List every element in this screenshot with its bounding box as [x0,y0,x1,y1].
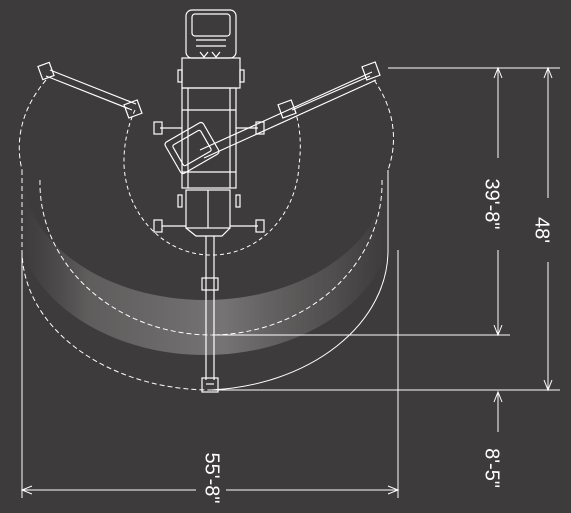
dimension-below-grade [493,390,503,432]
dimension-height-working [212,66,560,337]
outer-envelope-solid [210,170,389,391]
dimension-label-below-grade: 8'-5" [481,448,503,488]
outer-envelope-boundary [18,79,394,391]
shaded-sweep-area [22,170,388,356]
mid-envelope [39,179,383,336]
dimension-height-total [212,66,560,392]
outrigger-rear-left [153,219,186,233]
outrigger-rear-right [230,219,265,233]
inner-envelope-boundary [123,109,301,256]
boom-right [199,61,381,159]
dimension-label-height-total: 48' [531,217,553,243]
outrigger-front-left [153,121,182,135]
dimension-width-total [20,250,400,498]
dimension-label-width-total: 55'-8" [201,453,223,504]
control-platform [164,121,220,175]
boom-left [37,61,143,119]
boom-rear [201,236,219,393]
truck-chassis [177,9,245,237]
outrigger-front-right [236,121,265,135]
dimension-label-height-working: 39'-8" [481,179,503,230]
